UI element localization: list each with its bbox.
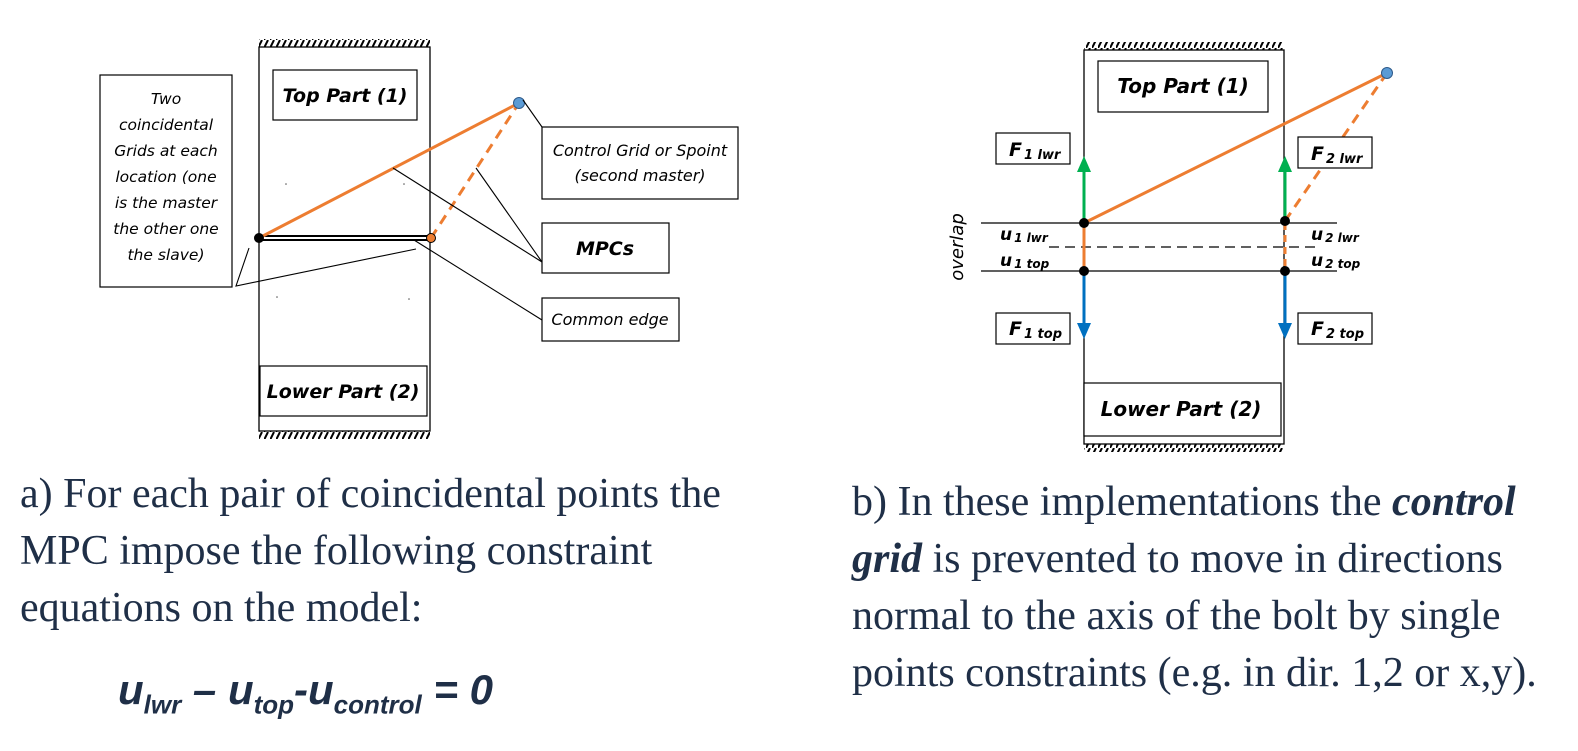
support-bottom-b bbox=[1084, 444, 1284, 452]
common-edge-label: Common edge bbox=[551, 310, 668, 329]
mpc-line-left-a bbox=[258, 101, 520, 240]
f2-lwr-sub: 2 lwr bbox=[1326, 152, 1364, 167]
f1-top-sub: 1 top bbox=[1024, 327, 1062, 342]
eq-u1: u bbox=[118, 666, 144, 713]
grid-point-u1-top bbox=[1079, 266, 1089, 276]
top-part-box-a bbox=[272, 69, 418, 121]
note-line: coincidental bbox=[119, 116, 214, 134]
speck bbox=[403, 183, 405, 185]
f2-top-sub: 2 top bbox=[1326, 327, 1364, 342]
note-line: the slave) bbox=[127, 246, 204, 264]
f2-lwr-box bbox=[1297, 136, 1373, 169]
speck bbox=[285, 183, 287, 185]
eq-sub-lwr: lwr bbox=[143, 689, 182, 720]
control-grid-leader bbox=[522, 99, 543, 128]
f1-lwr-main: F bbox=[1009, 139, 1022, 161]
top-part-label-b: Top Part (1) bbox=[1117, 74, 1249, 98]
caption-b-rest: is prevented to move in directions norma… bbox=[852, 536, 1537, 696]
common-edge-leader bbox=[413, 239, 543, 321]
u1-top-sub: 1 top bbox=[1014, 257, 1050, 271]
diagram-b: Top Part (1) Lower Part (2) overlap bbox=[947, 42, 1393, 452]
grid-point-u1-lwr bbox=[1079, 218, 1089, 228]
lower-part-box-b bbox=[1083, 382, 1282, 437]
control-grid-point-a bbox=[513, 97, 525, 109]
mpc-line-left-b bbox=[1083, 71, 1388, 225]
arrowhead-f1-lwr bbox=[1077, 156, 1091, 172]
top-part-label-a: Top Part (1) bbox=[283, 85, 408, 107]
mpcs-leader-2 bbox=[475, 167, 543, 263]
eq-minus: – bbox=[181, 666, 228, 713]
arrowhead-f2-top bbox=[1278, 323, 1292, 339]
note-line: is the master bbox=[115, 194, 219, 212]
f2-top-box bbox=[1297, 312, 1373, 345]
u2-top-sub: 2 top bbox=[1325, 257, 1361, 271]
eq-u3: u bbox=[308, 666, 334, 713]
mpcs-label: MPCs bbox=[576, 238, 634, 260]
caption-b: b) In these implementations the control … bbox=[852, 474, 1572, 702]
arrowhead-f1-top bbox=[1077, 323, 1091, 339]
grid-point-u2-lwr bbox=[1280, 216, 1290, 226]
support-bottom-a bbox=[259, 431, 430, 439]
control-grid-point-b bbox=[1381, 67, 1393, 79]
eq-dash: - bbox=[294, 666, 309, 713]
f1-lwr-sub: 1 lwr bbox=[1024, 148, 1062, 163]
caption-a: a) For each pair of coincidental points … bbox=[20, 471, 721, 631]
lower-part-box-a bbox=[259, 365, 428, 417]
u1-lwr-sub: 1 lwr bbox=[1014, 231, 1049, 245]
speck bbox=[408, 298, 410, 300]
caption-b-lead: b) In these implementations the bbox=[852, 479, 1393, 525]
mpcs-box-a bbox=[541, 222, 670, 274]
u2-top-main: u bbox=[1311, 251, 1323, 271]
note-box-a bbox=[99, 74, 233, 288]
control-grid-label-1: Control Grid or Spoint bbox=[553, 141, 728, 160]
grid-point-left-a bbox=[254, 233, 264, 243]
eq-sub-top: top bbox=[253, 689, 295, 720]
constraint-equation: ulwr – utop-ucontrol = 0 bbox=[118, 666, 493, 720]
support-top-b bbox=[1084, 42, 1284, 50]
speck bbox=[276, 296, 278, 298]
f1-top-box bbox=[995, 312, 1071, 345]
note-line: the other one bbox=[113, 220, 218, 238]
grid-point-u2-top bbox=[1280, 266, 1290, 276]
mpcs-leader-1 bbox=[392, 167, 543, 263]
grid-point-right-a bbox=[426, 233, 436, 243]
control-grid-box-a bbox=[541, 126, 739, 200]
f2-top-main: F bbox=[1311, 318, 1324, 340]
lower-part-label-b: Lower Part (2) bbox=[1101, 397, 1262, 421]
u2-lwr-main: u bbox=[1311, 225, 1323, 245]
diagram-a: Top Part (1) Lower Part (2) Two coincide… bbox=[99, 39, 739, 439]
eq-u2: u bbox=[227, 666, 254, 713]
arrowhead-f2-lwr bbox=[1278, 156, 1292, 172]
note-line: Two bbox=[151, 90, 181, 108]
support-top-a bbox=[259, 39, 430, 47]
note-leader-a bbox=[235, 247, 417, 287]
f2-lwr-main: F bbox=[1311, 143, 1324, 165]
u1-lwr-main: u bbox=[1000, 225, 1012, 245]
u2-lwr-sub: 2 lwr bbox=[1325, 231, 1360, 245]
common-edge-box-a bbox=[541, 297, 680, 342]
note-text-a: Two coincidental Grids at each location … bbox=[113, 90, 219, 264]
control-grid-label-2: (second master) bbox=[574, 166, 705, 185]
top-part-box-b bbox=[1097, 60, 1269, 113]
eq-sub-control: control bbox=[333, 689, 422, 720]
lower-part-label-a: Lower Part (2) bbox=[267, 381, 420, 403]
f1-lwr-box bbox=[995, 132, 1071, 165]
note-line: Grids at each bbox=[114, 142, 217, 160]
f1-top-main: F bbox=[1009, 318, 1022, 340]
caption-b-emphasis: control grid bbox=[852, 479, 1516, 582]
overlap-label: overlap bbox=[947, 213, 968, 281]
eq-equals: = 0 bbox=[421, 666, 494, 713]
u1-top-main: u bbox=[1000, 251, 1012, 271]
mpc-line-right-dashed-a bbox=[429, 102, 521, 239]
note-line: location (one bbox=[115, 168, 216, 186]
